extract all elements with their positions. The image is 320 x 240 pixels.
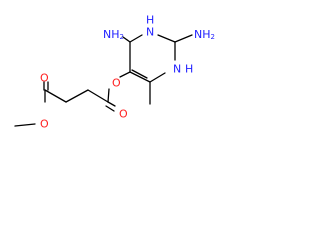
amino-group-right: NH2 [194, 28, 215, 42]
bond-c2-nh2 [174, 34, 193, 43]
molecule-diagram: NH2 N H NH2 N H O O O O [14, 14, 215, 131]
methoxy-oxygen: O [40, 118, 49, 131]
bond-ch2-carbonyl2 [44, 89, 67, 103]
bond-n1-c6 [149, 72, 166, 83]
bond-c4-nh2 [122, 36, 131, 43]
carbonyl-oxygen-1: O [119, 108, 128, 121]
bond-carbonyl1-o [107, 101, 116, 107]
ring-nitrogen-right-hydrogen: H [185, 63, 193, 76]
bond-c5-o [119, 71, 131, 78]
ester-oxygen: O [112, 77, 121, 90]
bond-c6-c5 [129, 71, 151, 83]
bond-carbonyl1-o-double [105, 105, 115, 112]
ring-nitrogen-top: N [146, 26, 154, 39]
bond-carbonyl1-ch2 [87, 89, 109, 103]
atom-labels: NH2 N H NH2 N H O O O O [40, 14, 215, 131]
amino-group-top: NH2 [103, 28, 124, 42]
bond-c6-c5-double [131, 69, 148, 79]
bond-n3-c2 [157, 34, 176, 43]
bond-lines [14, 34, 193, 127]
bond-c4-n3 [129, 34, 143, 43]
bond-o-carbonyl [107, 88, 110, 103]
ring-nitrogen-right: N [173, 63, 181, 76]
bond-o-methyl [14, 123, 36, 127]
bond-ch2-ch2 [65, 89, 89, 103]
ring-nitrogen-top-hydrogen: H [146, 14, 154, 27]
carbonyl-oxygen-2: O [40, 72, 49, 85]
